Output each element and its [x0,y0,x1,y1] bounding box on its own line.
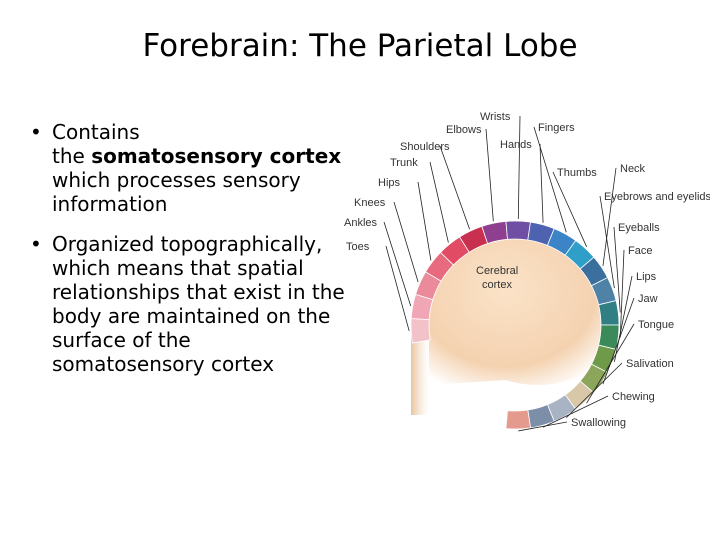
region-label: Fingers [538,122,575,134]
cortex-stem [411,335,429,415]
bullet-line: body are maintained on the [52,304,380,328]
bullet-text: Contains [52,120,140,144]
leader-line [619,249,625,338]
bullet-text: the [52,144,92,168]
leader-line [613,275,633,362]
bullet-text: information [52,192,168,216]
bullet-text: body are maintained on the [52,304,331,328]
leader-line [565,362,623,419]
region-label: Eyeballs [618,222,660,234]
region-label: Knees [354,197,386,209]
region-label: Thumbs [557,167,597,179]
leader-line [417,181,432,261]
leader-line [602,167,617,266]
bullet-item: • Organized topographically,which means t… [30,232,380,376]
leader-line [602,297,635,385]
leader-line [542,395,609,428]
region-label-group: Toes Ankles Knees Hips Trunk Shoulders ElbowsW… [344,111,710,429]
bullet-text: surface of the [52,328,191,352]
leader-line [613,226,621,313]
bullet-line: surface of the [52,328,380,352]
cortex-band-segment [505,220,531,241]
bullet-line: the somatosensory cortex [52,144,380,168]
region-label: Wrists [480,111,511,123]
leader-line [517,115,521,220]
region-label: Swallowing [571,417,626,429]
region-label: Shoulders [400,141,450,153]
region-label: Face [628,245,652,257]
region-label: Hands [500,139,532,151]
cortex-band-group [410,220,620,430]
cortex-surface [429,239,601,385]
region-label: Salivation [626,358,674,370]
cortex-band-segment [598,300,620,326]
bullet-line: which means that spatial [52,256,380,280]
cortex-band-segment [410,318,431,344]
bullet-marker: • [30,120,42,144]
leader-line [518,421,568,432]
bullet-text: Organized topographically, [52,232,323,256]
bullet-line: relationships that exist in the [52,280,380,304]
region-label: Ankles [344,217,378,229]
bullet-text: which means that spatial [52,256,304,280]
leader-line [533,126,567,233]
cortex-label: Cerebral [476,265,518,277]
leader-line [385,245,410,332]
leader-line-group [383,115,635,432]
leader-line [485,128,494,222]
leader-line [599,195,615,289]
region-label: Hips [378,177,401,189]
bullet-line: Organized topographically, [52,232,380,256]
bullet-text: somatosensory cortex [52,352,275,376]
leader-line [393,201,419,283]
region-label: Chewing [612,391,655,403]
bullet-line: information [52,192,380,216]
region-label: Lips [636,271,657,283]
region-label: Elbows [446,124,482,136]
bullet-bold-term: somatosensory cortex [91,144,342,168]
bullet-text: which processes sensory [52,168,301,192]
leader-line [429,161,449,243]
region-label: Tongue [638,319,674,331]
slide-title: Forebrain: The Parietal Lobe [142,28,578,64]
leader-line [439,145,470,230]
bullet-line: Contains [52,120,380,144]
bullet-line: which processes sensory [52,168,380,192]
cortex-body [411,239,601,415]
region-label: Trunk [390,157,418,169]
cortex-label: cortex [482,279,512,291]
leader-line [539,143,544,223]
leader-line [383,221,412,307]
leader-line [552,171,587,248]
region-label: Toes [346,241,370,253]
somatosensory-homunculus-diagram: Toes Ankles Knees Hips Trunk Shoulders ElbowsW… [344,111,710,432]
cortex-band-segment [505,409,531,430]
region-label: Jaw [638,293,658,305]
bullet-text: relationships that exist in the [52,280,345,304]
bullet-marker: • [30,232,42,256]
region-label: Neck [620,163,646,175]
bullet-line: somatosensory cortex [52,352,380,376]
region-label: Eyebrows and eyelids [604,191,710,203]
